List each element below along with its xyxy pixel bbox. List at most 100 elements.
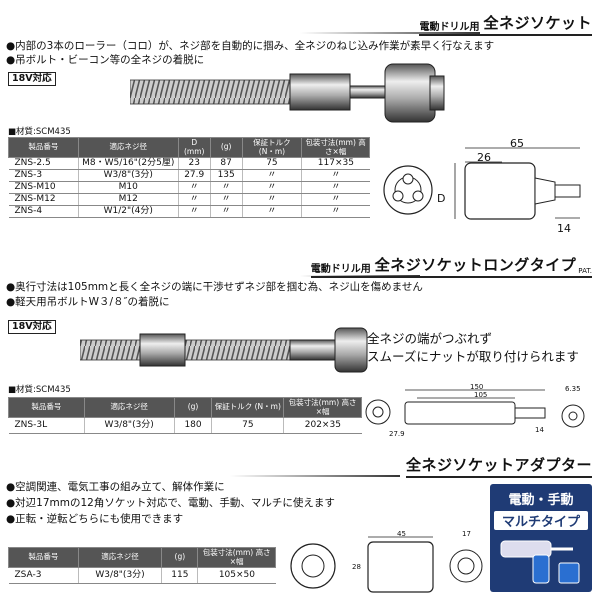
- col-weight: (g): [209, 137, 243, 158]
- s3-badge-line2: マルチタイプ: [494, 511, 588, 530]
- s1-bullet-1: ●内部の3本のローラー（コロ）が、ネジ部を自動的に掴み、全ネジのねじ込み作業が素…: [6, 40, 495, 52]
- col-torque: 保証トルク (N・m): [241, 137, 303, 158]
- cell: M10: [77, 181, 179, 194]
- section3-rule: [230, 475, 400, 477]
- cell: ZNS-M12: [8, 193, 79, 206]
- cell: ZNS-4: [8, 205, 79, 218]
- s2-material: ■材質:SCM435: [8, 385, 71, 395]
- cell: 135: [209, 169, 243, 182]
- cell: ZNS-3: [8, 169, 79, 182]
- s3-dim-hex: 17: [462, 530, 471, 538]
- cell: ZNS-3L: [8, 417, 85, 434]
- section3-title: 全ネジソケットアダプター: [405, 456, 592, 474]
- s1-material: ■材質:SCM435: [8, 127, 71, 137]
- s3-bullet-3: ●正転・逆転どちらにも使用できます: [6, 513, 184, 525]
- cell: 〃: [301, 205, 370, 218]
- cell: 〃: [209, 205, 243, 218]
- section2-header: 電動ドリル用 全ネジソケットロングタイプ PAT.: [310, 254, 592, 278]
- cell: 23: [177, 157, 211, 170]
- col-product-no: 製品番号: [8, 397, 85, 418]
- s2-bullet-1: ●奥行寸法は105mmと長く全ネジの端に干渉せずネジ部を掴む為、ネジ山を傷めませ…: [6, 281, 423, 293]
- cell: 180: [173, 417, 212, 434]
- cell: 27.9: [177, 169, 211, 182]
- s3-table-header: 製品番号 適応ネジ径 (g) 包装寸法(mm) 高さ×幅: [8, 547, 276, 568]
- s2-dim-dia: 27.9: [389, 430, 405, 438]
- cell: 〃: [209, 181, 243, 194]
- s3-multi-type-badge: 電動・手動 マルチタイプ: [490, 484, 592, 592]
- s1-spec-table: 製品番号 適応ネジ径 D (mm) (g) 保証トルク (N・m) 包装寸法(m…: [8, 137, 370, 218]
- cell: 〃: [301, 193, 370, 206]
- cell: 117×35: [301, 157, 370, 170]
- s2-bullet-2: ●軽天用吊ボルトW３/８″の着脱に: [6, 296, 170, 308]
- section2-subtitle: 電動ドリル用: [310, 264, 371, 275]
- cell: 〃: [241, 193, 302, 206]
- col-package: 包装寸法(mm) 高さ×幅: [197, 547, 276, 568]
- s1-dim-part: 26: [477, 151, 491, 164]
- s1-dim-d: D: [437, 192, 446, 205]
- s2-dim-part: 105: [474, 391, 488, 399]
- s3-dim-dia: 28: [352, 563, 361, 571]
- cell: 〃: [301, 181, 370, 194]
- s2-callout-line1: 全ネジの端がつぶれず: [367, 331, 493, 346]
- cell: 〃: [177, 205, 211, 218]
- s1-product-illustration: [130, 63, 445, 123]
- s3-bullet-1: ●空調関連、電気工事の組み立て、解体作業に: [6, 481, 225, 493]
- cell: 75: [211, 417, 284, 434]
- section2-title: 全ネジソケットロングタイプ: [374, 256, 577, 274]
- s2-dim-bore: 6.35: [565, 385, 581, 393]
- s3-dimension-drawing: [290, 536, 483, 593]
- col-package: 包装寸法(mm) 高さ×幅: [301, 137, 370, 158]
- cell: 115: [161, 567, 198, 584]
- cell: 〃: [301, 169, 370, 182]
- s1-18v-badge: 18V対応: [8, 72, 56, 86]
- s2-18v-badge: 18V対応: [8, 320, 56, 334]
- section1-title: 全ネジソケット: [483, 14, 592, 32]
- cell: 87: [209, 157, 243, 170]
- col-thread: 適応ネジ径: [77, 547, 163, 568]
- cell: 202×35: [283, 417, 362, 434]
- cell: 75: [241, 157, 302, 170]
- s2-table-header: 製品番号 適応ネジ径 (g) 保証トルク (N・m) 包装寸法(mm) 高さ×幅: [8, 397, 362, 418]
- s2-dimension-drawing: [365, 389, 585, 428]
- col-product-no: 製品番号: [8, 547, 79, 568]
- cell: W3/8"(3分): [77, 567, 162, 584]
- col-d: D (mm): [177, 137, 211, 158]
- cell: 〃: [241, 169, 302, 182]
- s2-callout-line2: スムーズにナットが取り付けられます: [367, 349, 579, 364]
- s3-bullet-2: ●対辺17mmの12角ソケット対応で、電動、手動、マルチに使えます: [6, 497, 335, 509]
- s1-dim-total: 65: [510, 137, 524, 150]
- cell: M8・W5/16"(2分5厘): [77, 157, 179, 170]
- s2-product-illustration: [80, 327, 368, 373]
- cell: ZNS-M10: [8, 181, 79, 194]
- cell: W3/8"(3分): [77, 169, 179, 182]
- section1-rule: [300, 32, 480, 34]
- col-thread: 適応ネジ径: [83, 397, 175, 418]
- s2-spec-table: 製品番号 適応ネジ径 (g) 保証トルク (N・m) 包装寸法(mm) 高さ×幅…: [8, 397, 362, 434]
- cell: ZSA-3: [8, 567, 79, 584]
- cell: ZNS-2.5: [8, 157, 79, 170]
- section2-pat: PAT.: [578, 267, 592, 275]
- cell: W1/2"(4分): [77, 205, 179, 218]
- s3-dim-len: 45: [397, 530, 406, 538]
- cell: 〃: [177, 181, 211, 194]
- col-torque: 保証トルク (N・m): [211, 397, 285, 418]
- s2-dim-hex: 14: [535, 426, 544, 434]
- s2-dim-total: 150: [470, 383, 484, 391]
- cell: M12: [77, 193, 179, 206]
- s1-dimension-drawing: [383, 147, 581, 220]
- s1-table-header: 製品番号 適応ネジ径 D (mm) (g) 保証トルク (N・m) 包装寸法(m…: [8, 137, 370, 158]
- cell: 〃: [241, 205, 302, 218]
- cell: 〃: [177, 193, 211, 206]
- cell: W3/8"(3分): [83, 417, 175, 434]
- s3-badge-line1: 電動・手動: [508, 493, 574, 508]
- drill-icon: [500, 540, 580, 584]
- col-weight: (g): [161, 547, 199, 568]
- cell: 105×50: [197, 567, 276, 584]
